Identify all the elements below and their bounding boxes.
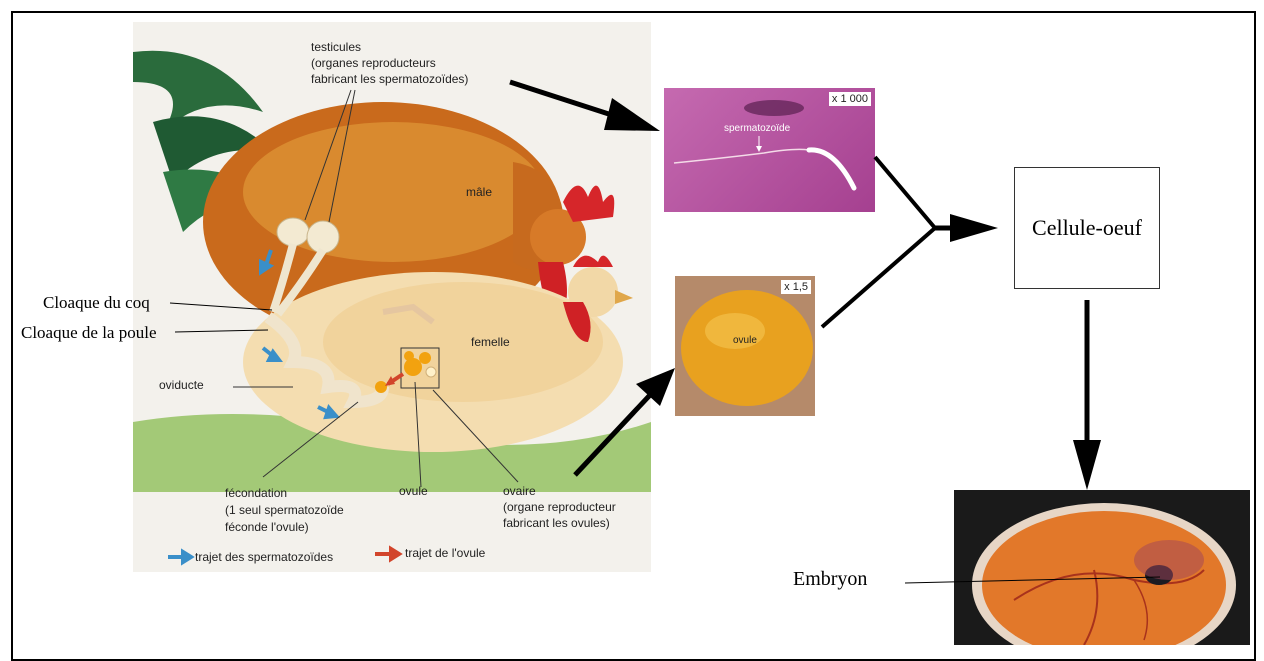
merge-line-ovule — [822, 228, 935, 327]
arrowhead-embryo — [1073, 440, 1101, 490]
arrow-testicules-to-sperm — [510, 82, 618, 117]
merge-line-sperm — [875, 157, 935, 228]
arrowhead-cellule-oeuf — [950, 214, 998, 242]
cloaque-poule-line — [175, 330, 268, 332]
cloaque-coq-line — [170, 303, 272, 310]
embryon-line — [905, 577, 1160, 583]
arrowhead-testicules — [604, 98, 660, 131]
arrows-overlay — [0, 0, 1264, 645]
arrow-ovaire-to-ovule — [575, 395, 650, 475]
